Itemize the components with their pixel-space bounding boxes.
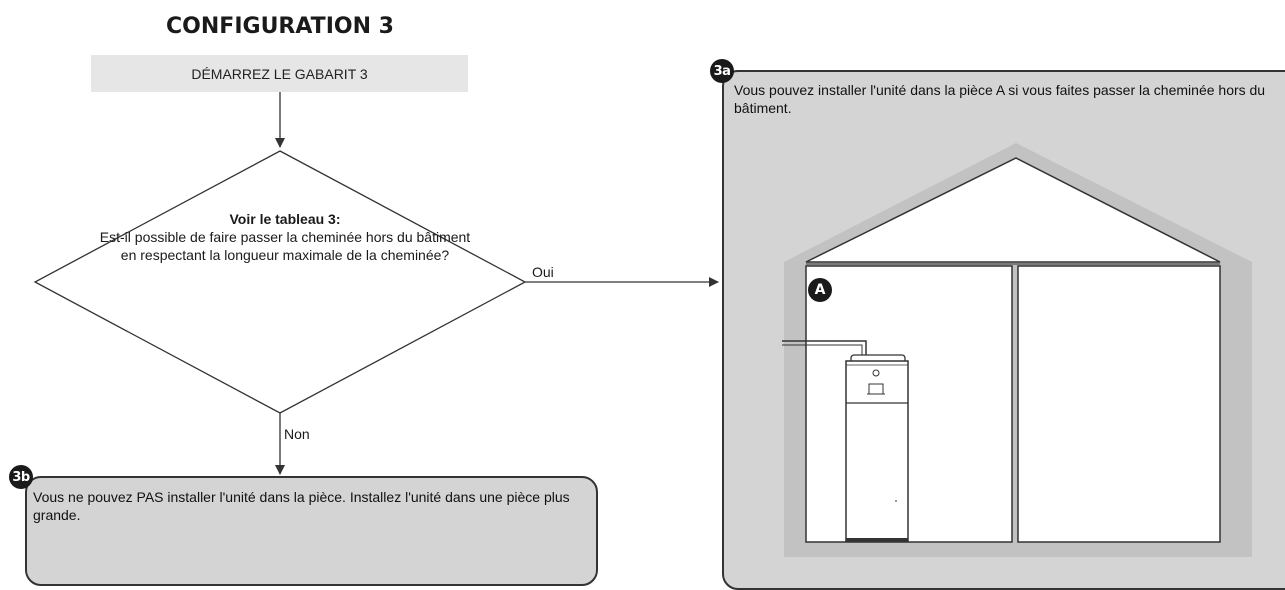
decision-question: Est-il possible de faire passer la chemi… (99, 229, 471, 263)
outcome-3b-panel (25, 476, 598, 586)
outcome-3b-badge: 3b (9, 465, 33, 489)
unit-indicator (872, 369, 880, 377)
room-a (805, 265, 1013, 543)
start-box: DÉMARREZ LE GABARIT 3 (91, 55, 468, 92)
house-illustration (782, 143, 1252, 557)
flowchart-graphics (33, 92, 1252, 557)
decision-heading: Voir le tableau 3: (229, 211, 341, 227)
decision-text: Voir le tableau 3: Est-il possible de fa… (95, 210, 475, 264)
yes-label: Oui (532, 264, 554, 280)
chimney-pipe (782, 340, 867, 356)
outcome-3a-text: Vous pouvez installer l'unité dans la pi… (734, 82, 1266, 116)
no-label: Non (284, 426, 310, 442)
room-a-badge: A (808, 278, 832, 302)
outcome-3b-text: Vous ne pouvez PAS installer l'unité dan… (33, 489, 570, 523)
heater-unit (845, 354, 909, 542)
decision-diamond (33, 150, 527, 414)
outcome-3a-badge: 3a (710, 59, 734, 83)
room-b (1017, 265, 1221, 543)
start-box-label: DÉMARREZ LE GABARIT 3 (191, 65, 368, 82)
diagram-title: CONFIGURATION 3 (166, 14, 394, 39)
house-roof (805, 157, 1221, 263)
